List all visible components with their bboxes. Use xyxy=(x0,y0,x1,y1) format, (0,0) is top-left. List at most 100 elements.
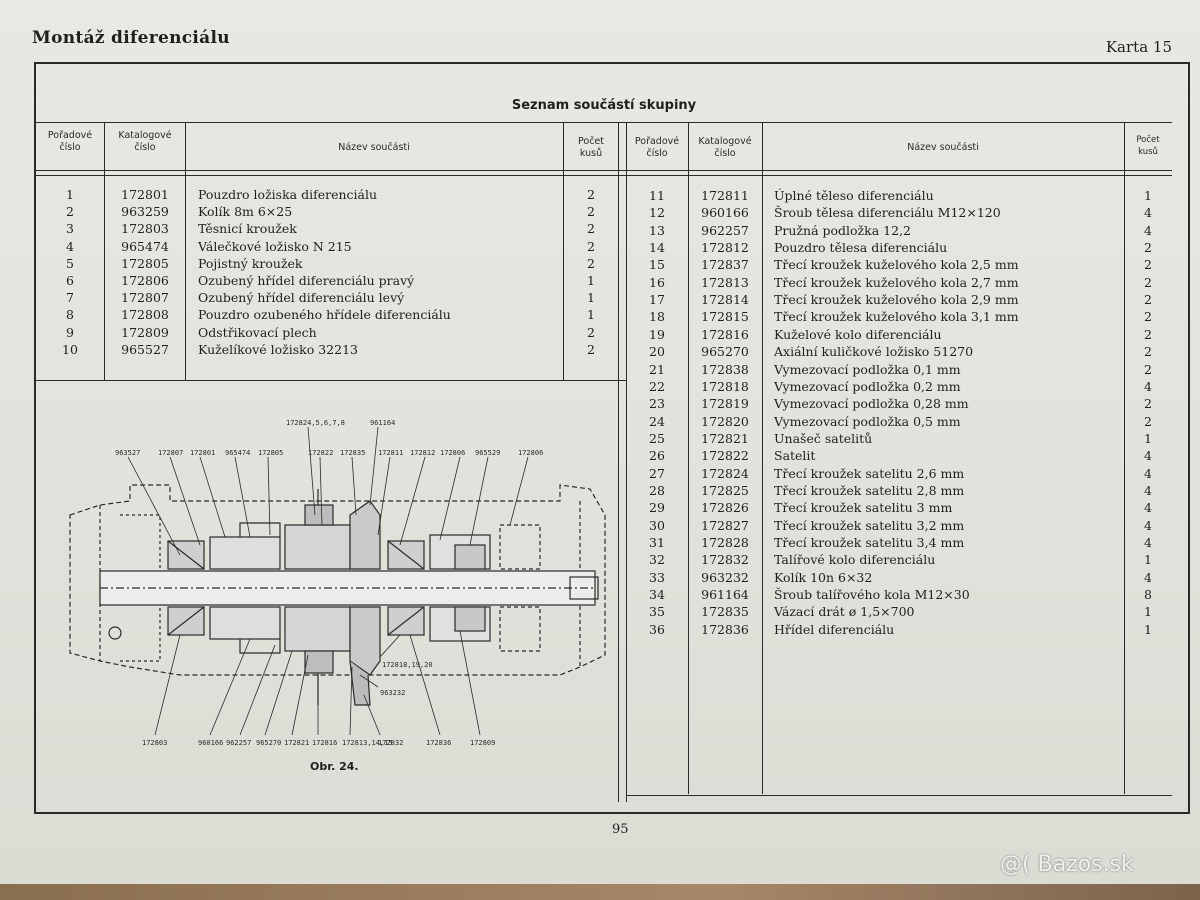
row-part-name: Vymezovací podložka 0,1 mm xyxy=(774,361,961,377)
row-order-number: 20 xyxy=(649,344,665,360)
row-quantity: 2 xyxy=(587,221,595,237)
page-number: 95 xyxy=(612,822,629,837)
col-rule xyxy=(185,122,186,380)
row-part-name: Kuželové kolo diferenciálu xyxy=(774,326,942,342)
row-part-name: Šroub talířového kola M12×30 xyxy=(774,587,970,603)
row-part-name: Úplné těleso diferenciálu xyxy=(774,188,934,203)
header-order-left: Pořadové číslo xyxy=(47,130,93,153)
fig-label: 172801 xyxy=(190,449,215,457)
row-part-name: Kolík 8m 6×25 xyxy=(198,204,293,220)
row-order-number: 5 xyxy=(66,255,74,271)
row-quantity: 2 xyxy=(587,324,595,340)
row-quantity: 1 xyxy=(1144,552,1152,568)
row-order-number: 8 xyxy=(66,307,74,323)
row-part-name: Talířové kolo diferenciálu xyxy=(774,552,936,568)
row-order-number: 21 xyxy=(649,361,665,377)
row-part-name: Ozubený hřídel diferenciálu levý xyxy=(198,290,405,306)
right-table-bottom-rule xyxy=(626,795,1172,796)
fig-label: 172807 xyxy=(158,449,183,457)
section-title: Seznam součástí skupiny xyxy=(511,98,697,113)
table-surface xyxy=(0,884,1200,900)
row-catalog-number: 172826 xyxy=(701,500,749,516)
row-part-name: Unašeč satelitů xyxy=(774,430,873,446)
header-catalog-right: Katalogové číslo xyxy=(698,136,752,159)
row-order-number: 30 xyxy=(649,517,665,533)
row-order-number: 16 xyxy=(649,274,665,290)
row-quantity: 2 xyxy=(1144,240,1152,256)
fig-label: 172806 xyxy=(518,449,543,457)
row-order-number: 14 xyxy=(649,240,665,256)
card-number: Karta 15 xyxy=(1105,38,1172,56)
row-quantity: 2 xyxy=(587,187,595,202)
row-catalog-number: 962257 xyxy=(701,222,749,238)
row-quantity: 2 xyxy=(1144,292,1152,308)
row-catalog-number: 965527 xyxy=(121,341,169,357)
row-part-name: Hřídel diferenciálu xyxy=(774,621,895,637)
row-part-name: Těsnicí kroužek xyxy=(198,221,297,237)
row-quantity: 4 xyxy=(1144,482,1152,498)
row-order-number: 34 xyxy=(649,587,665,603)
row-order-number: 17 xyxy=(649,292,665,308)
row-catalog-number: 172812 xyxy=(701,240,749,256)
row-part-name: Pouzdro ozubeného hřídele diferenciálu xyxy=(198,307,451,323)
row-order-number: 28 xyxy=(649,482,665,498)
fig-label: 172821 xyxy=(284,739,309,747)
document-title: Montáž diferenciálu xyxy=(32,28,230,48)
row-part-name: Vymezovací podložka 0,2 mm xyxy=(774,378,961,394)
row-quantity: 4 xyxy=(1144,517,1152,533)
header-bottom-rule xyxy=(36,170,1172,171)
row-order-number: 11 xyxy=(649,188,665,203)
row-part-name: Axiální kuličkové ložisko 51270 xyxy=(774,344,974,360)
row-order-number: 36 xyxy=(649,621,665,637)
row-catalog-number: 172805 xyxy=(121,255,169,271)
row-quantity: 1 xyxy=(587,290,595,306)
row-catalog-number: 172816 xyxy=(701,326,749,342)
row-order-number: 25 xyxy=(649,430,665,446)
header-name-left: Název součásti xyxy=(338,142,410,153)
col-rule xyxy=(1124,122,1125,794)
col-rule xyxy=(688,122,689,794)
row-order-number: 33 xyxy=(649,569,665,585)
row-part-name: Šroub tělesa diferenciálu M12×120 xyxy=(774,205,1001,221)
row-part-name: Kolík 10n 6×32 xyxy=(774,569,873,585)
row-order-number: 27 xyxy=(649,465,665,481)
row-part-name: Třecí kroužek kuželového kola 2,9 mm xyxy=(774,292,1019,308)
row-part-name: Třecí kroužek kuželového kola 2,5 mm xyxy=(774,257,1019,273)
row-part-name: Ozubený hřídel diferenciálu pravý xyxy=(198,273,415,288)
row-quantity: 2 xyxy=(587,204,595,220)
table-row: 2 963259 Kolík 8m 6×25 2 xyxy=(0,203,1200,220)
fig-label: 965529 xyxy=(475,449,500,457)
row-catalog-number: 172820 xyxy=(701,413,749,429)
row-quantity: 4 xyxy=(1144,222,1152,238)
header-name-right: Název součásti xyxy=(907,142,979,153)
row-part-name: Válečkové ložisko N 215 xyxy=(198,238,352,254)
row-order-number: 2 xyxy=(66,204,74,220)
table-top-rule xyxy=(36,122,1172,123)
row-quantity: 1 xyxy=(587,273,595,288)
row-catalog-number: 172836 xyxy=(701,621,749,637)
col-rule xyxy=(104,122,105,380)
row-order-number: 10 xyxy=(62,341,78,357)
row-catalog-number: 963259 xyxy=(121,204,169,220)
row-quantity: 4 xyxy=(1144,465,1152,481)
row-catalog-number: 172837 xyxy=(701,257,749,273)
row-quantity: 2 xyxy=(1144,413,1152,429)
row-part-name: Pouzdro ložiska diferenciálu xyxy=(198,187,378,202)
